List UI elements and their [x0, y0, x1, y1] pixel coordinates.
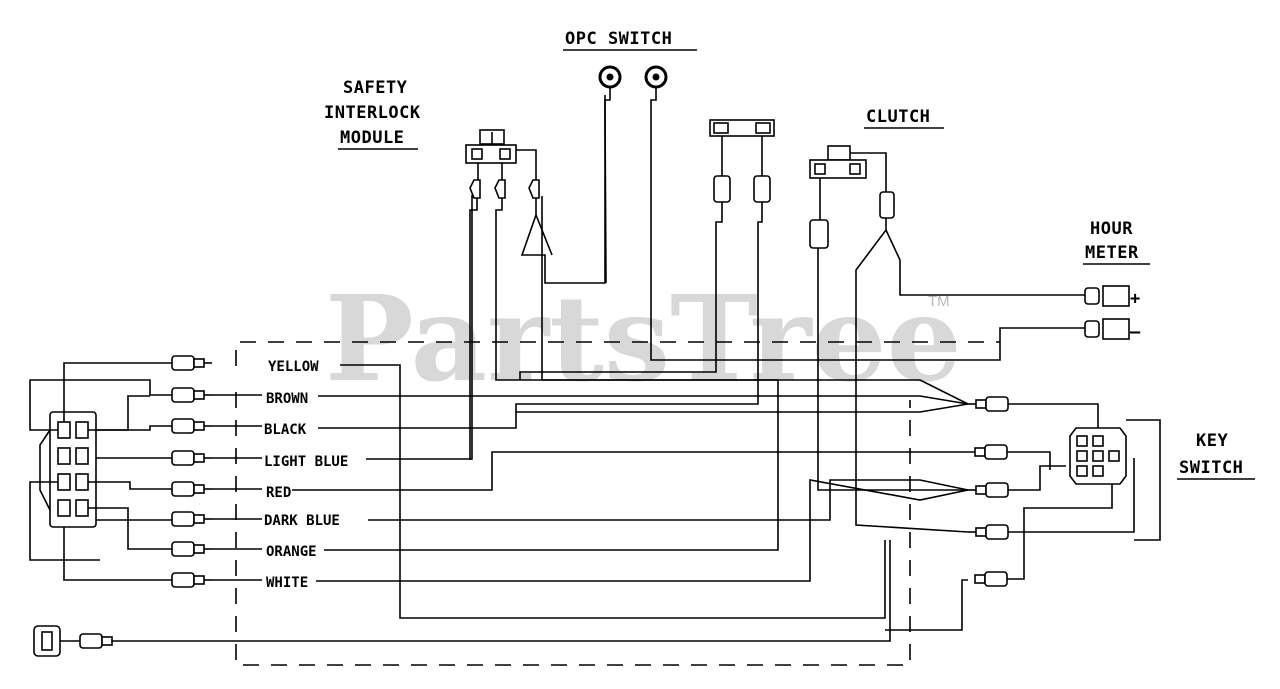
wire-label-dark-blue: DARK BLUE — [264, 513, 340, 529]
key-switch-label-2: SWITCH — [1179, 458, 1243, 478]
left-harness-wires — [29, 362, 172, 581]
key-switch — [1069, 419, 1161, 541]
hour-meter-label-2: METER — [1085, 243, 1139, 263]
hour-meter-label-1: HOUR — [1090, 219, 1133, 239]
clutch-label: CLUTCH — [866, 107, 930, 127]
safety-label-3: MODULE — [340, 128, 404, 148]
plug-to-label-stubs — [212, 394, 262, 581]
safety-label-1: SAFETY — [343, 78, 408, 98]
watermark-tm: TM — [928, 293, 950, 310]
hour-meter-plus: + — [1130, 289, 1141, 309]
wire-label-black: BLACK — [264, 422, 307, 438]
watermark-text: PartsTree — [325, 269, 962, 408]
inline-plug-column — [171, 355, 212, 588]
center-dual-connector — [515, 119, 775, 412]
wire-label-light-blue: LIGHT BLUE — [264, 454, 348, 470]
ground-connector — [33, 540, 891, 657]
wire-label-yellow: YELLOW — [268, 359, 319, 375]
safety-interlock-module — [465, 95, 969, 460]
wire-label-white: WHITE — [266, 575, 308, 591]
safety-label-2: INTERLOCK — [324, 103, 421, 123]
key-switch-label-1: KEY — [1196, 431, 1228, 451]
key-switch-plugs — [885, 396, 1135, 631]
harness-dashed-outline — [235, 341, 1000, 666]
clutch-connector — [809, 145, 1085, 533]
wire-label-red: RED — [266, 485, 291, 501]
opc-switch-label: OPC SWITCH — [565, 29, 672, 49]
wire-label-brown: BROWN — [266, 391, 308, 407]
hour-meter — [1084, 285, 1130, 340]
opc-switch — [598, 65, 1085, 361]
wire-label-orange: ORANGE — [266, 544, 317, 560]
hour-meter-minus: – — [1130, 322, 1141, 342]
